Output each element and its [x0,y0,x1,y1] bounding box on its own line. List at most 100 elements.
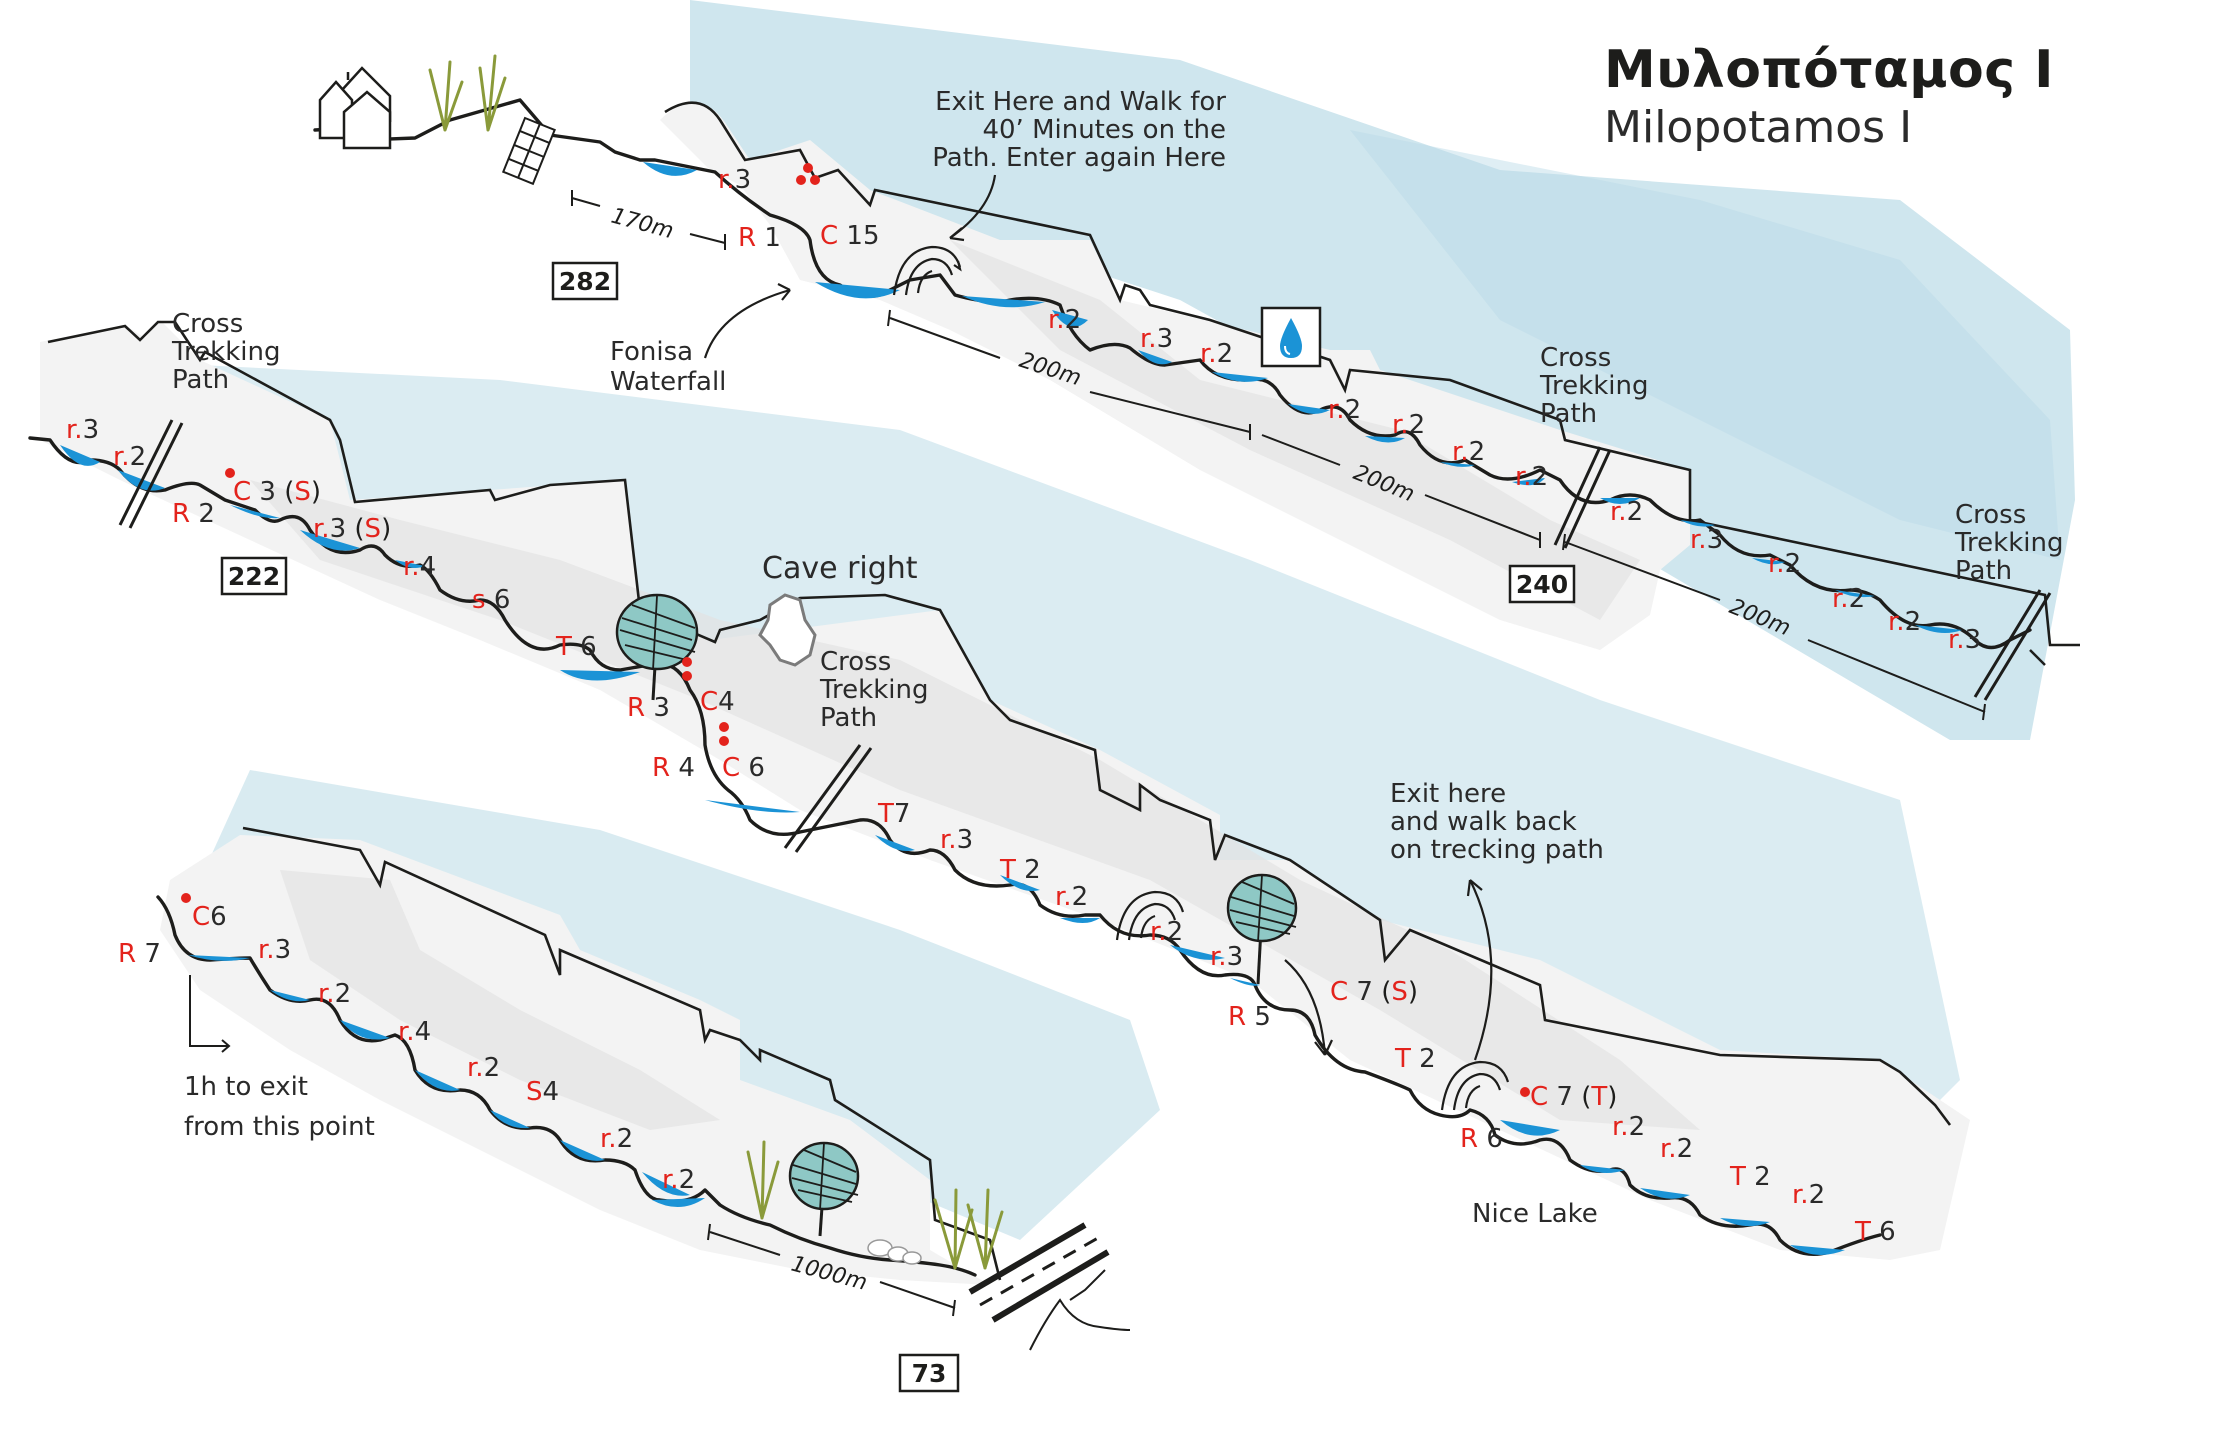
exit-bracket-arrow [221,1039,231,1053]
leg-2-rock-shade [250,480,1700,1130]
svg-text:170m: 170m [608,204,676,245]
elevation-badge-73: 73 [898,1353,960,1393]
svg-text:Fonisa: Fonisa [610,337,693,367]
title-english: Milopotamos I [1604,102,1913,153]
tree-icon [788,1141,860,1237]
svg-text:Path. Enter again Here: Path. Enter again Here [932,143,1226,173]
obstacle-label: r.3 (S) [313,514,391,544]
annotation-cross-path-1: Cross Trekking Path [1539,343,1649,429]
obstacle-label: r.2 [1832,584,1865,614]
elevation-badge-222: 222 [220,556,288,596]
svg-text:and walk back: and walk back [1390,807,1577,837]
obstacle-label: r.2 [1612,1112,1645,1142]
annotation-cross-path-2: Cross Trekking Path [1954,500,2064,586]
obstacle-label: R 4 [652,753,695,783]
obstacle-label: s 6 [472,585,510,615]
obstacle-label: r.2 [467,1053,500,1083]
svg-text:Trekking: Trekking [1954,528,2064,558]
obstacle-label: r.2 [662,1165,695,1195]
svg-text:from this point: from this point [184,1112,375,1142]
svg-text:Trekking: Trekking [171,337,281,367]
cave-icon [758,593,817,667]
svg-text:Waterfall: Waterfall [610,367,726,397]
svg-text:Trekking: Trekking [819,675,929,705]
leg-2-ridge [47,320,1952,1126]
annotation-cave-right: Cave right [762,551,918,586]
annotation-exit-back: Exit here and walk back on trecking path [1390,779,1604,865]
leg-2: 222 r.3 r.2 R 2 C 3 (S) r.3 (S) r.4 s 6 … [28,309,1970,1260]
obstacle-label: r.2 [1515,462,1548,492]
leg-1-rock-shade [950,240,1640,620]
obstacle-label: T 6 [555,632,597,662]
obstacle-label: r.4 [398,1017,431,1047]
obstacle-label: r.3 [1948,625,1981,655]
waterfall-arch-icon [1115,890,1185,941]
leg-3-obstacles: R 7 C6 r.3 r.2 r.4 r.2 S4 r.2 r.2 [118,902,695,1195]
arrow-down-icon [1284,959,1327,1056]
obstacle-label: r.2 [1888,607,1921,637]
obstacle-label: r.2 [1048,305,1081,335]
exit-bracket [189,975,228,1047]
obstacle-label: r.4 [403,552,436,582]
obstacle-label: r.3 [66,415,99,445]
obstacle-label: R 2 [172,499,215,529]
waterfall-arch-icon [1440,1060,1510,1111]
leg-1-sky-shade [1350,130,2060,560]
anchor-dot-icon [796,163,820,185]
obstacle-label: R 6 [1460,1124,1503,1154]
annotation-cross-path-3: Cross Trekking Path [171,309,281,395]
obstacle-label: r.2 [318,979,351,1009]
obstacle-label: r.2 [1392,410,1425,440]
anchor-dot-icon [181,893,191,903]
obstacle-label: C 7 (T) [1530,1082,1617,1112]
obstacle-label: r.2 [1660,1134,1693,1164]
obstacle-label: r.3 [1140,324,1173,354]
leg-2-pools [60,445,1845,1255]
leg-3-ridge [242,826,1002,1281]
anchor-dot-icon [225,468,1530,1097]
obstacle-label: r.3 [258,935,291,965]
svg-text:Trekking: Trekking [1539,371,1649,401]
leg-1-ridge [664,101,2080,647]
leg-2-obstacles: r.3 r.2 R 2 C 3 (S) r.3 (S) r.4 s 6 T 6 … [66,415,1896,1247]
stones-icon [867,1239,922,1265]
trekking-path-crossing-icon [118,419,873,853]
annotation-cross-path-4: Cross Trekking Path [819,647,929,733]
tree-icon [615,593,699,701]
elevation-badge-282: 282 [551,261,619,301]
obstacle-label: r.2 [1328,395,1361,425]
obstacle-label: S4 [526,1077,559,1107]
obstacle-label: T 2 [1394,1044,1436,1074]
svg-text:240: 240 [1516,570,1568,599]
svg-text:73: 73 [912,1359,947,1388]
obstacle-label: R 3 [627,693,670,723]
obstacle-label: C6 [192,902,227,932]
arrow-up-head [1466,879,1483,897]
trekking-path-crossing-icon [1553,446,2052,701]
grass-icon [746,1140,780,1220]
obstacle-label: r.2 [1150,917,1183,947]
svg-text:on trecking path: on trecking path [1390,835,1604,865]
obstacle-label: r.2 [1768,549,1801,579]
obstacle-label: r.2 [1055,882,1088,912]
reeds-icon [933,1188,1004,1270]
svg-text:Cross: Cross [1540,343,1611,373]
obstacle-label: T 2 [999,855,1041,885]
map-title: Μυλοπόταμος Ι Milopotamos I [1604,40,2054,156]
obstacle-label: T7 [877,799,910,829]
tree-icon [1226,873,1298,985]
leg-1-pools [643,162,1962,634]
obstacle-label: r.3 [1210,942,1243,972]
obstacle-label: C 6 [722,753,765,783]
obstacle-label: R 7 [118,939,161,969]
obstacle-label: T 2 [1729,1162,1771,1192]
leg-3-pools [188,955,705,1208]
annotation-fonisa-waterfall: Fonisa Waterfall [610,283,791,397]
obstacle-label: r.2 [1610,497,1643,527]
annotation-nice-lake: Nice Lake [1472,1199,1598,1229]
obstacle-label: r.3 [1690,525,1723,555]
waterfall-arch-icon [892,245,962,296]
annotation-one-hour: 1h to exit from this point [184,1072,375,1142]
obstacle-label: r.3 [718,165,751,195]
